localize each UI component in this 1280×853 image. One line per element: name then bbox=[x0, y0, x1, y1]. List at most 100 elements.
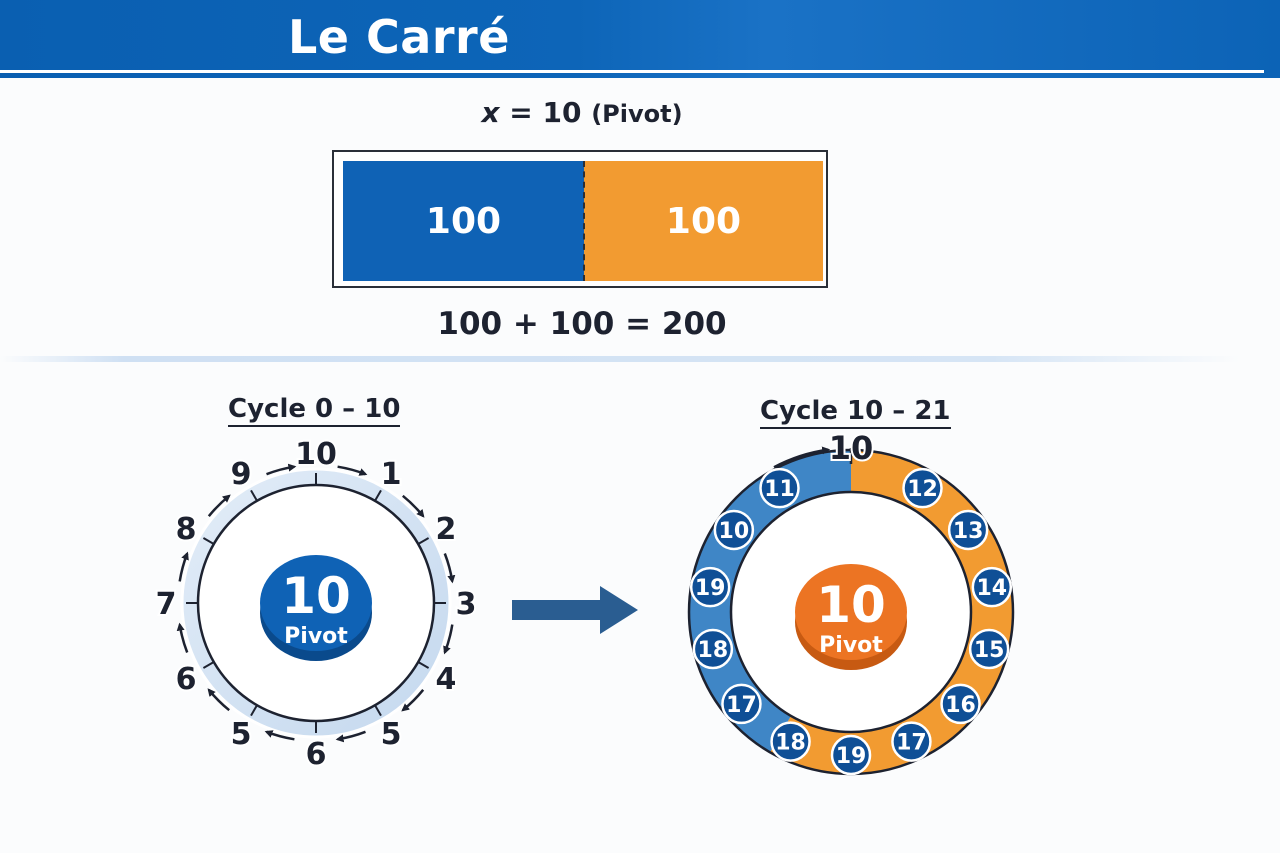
left-cycle-label: 6 bbox=[176, 662, 197, 697]
left-cycle-tick bbox=[202, 661, 215, 669]
badge-label: 14 bbox=[977, 576, 1008, 601]
right-cycle-badge: 17 bbox=[891, 721, 932, 762]
left-token-face bbox=[260, 555, 372, 651]
left-cycle-tick bbox=[374, 704, 382, 717]
left-cycle-title: Cycle 0 – 10 bbox=[228, 394, 401, 427]
left-cycle-arrow bbox=[443, 553, 456, 584]
left-cycle-tick bbox=[417, 661, 430, 669]
left-cycle-arrow bbox=[401, 689, 425, 712]
badge-circle bbox=[689, 566, 731, 608]
left-cycle-arrow bbox=[266, 463, 297, 476]
bar-segment-left: 100 bbox=[343, 161, 584, 281]
section-divider bbox=[0, 356, 1240, 362]
badge-label: 19 bbox=[836, 744, 867, 769]
pivot-value: = 10 bbox=[509, 96, 582, 129]
right-cycle-badge: 16 bbox=[940, 683, 981, 725]
right-cycle-badge: 19 bbox=[830, 734, 872, 776]
right-token-face bbox=[795, 564, 907, 660]
left-cycle-label: 7 bbox=[156, 587, 177, 622]
right-cycle-badge: 18 bbox=[770, 721, 811, 762]
left-cycle-label: 5 bbox=[381, 717, 402, 752]
left-token-label: Pivot bbox=[284, 624, 348, 649]
right-cycle-top-label: 10 bbox=[829, 429, 874, 467]
left-cycle-label: 10 bbox=[295, 437, 337, 472]
right-cycle-badge: 17 bbox=[721, 683, 762, 725]
right-cycle-badge: 14 bbox=[971, 566, 1013, 608]
badge-label: 18 bbox=[698, 638, 729, 663]
left-cycle-tick bbox=[374, 489, 382, 502]
badge-circle bbox=[759, 467, 800, 509]
right-cycle-badge: 13 bbox=[947, 509, 989, 551]
left-cycle-arrow bbox=[207, 494, 231, 517]
left-cycle-label: 8 bbox=[176, 512, 197, 547]
right-cycle-arrow bbox=[773, 446, 831, 469]
bar-right-value: 100 bbox=[665, 200, 742, 242]
left-cycle-arrow bbox=[402, 494, 425, 518]
badge-circle bbox=[692, 628, 734, 670]
left-ring-outer-edge bbox=[180, 467, 452, 739]
left-cycle-arrow bbox=[178, 551, 189, 582]
left-cycle-tick bbox=[417, 537, 430, 545]
badge-label: 10 bbox=[719, 519, 750, 544]
badge-circle bbox=[947, 509, 989, 551]
right-cycle-badge: 19 bbox=[689, 566, 731, 608]
badge-label: 19 bbox=[695, 576, 726, 601]
right-token-value: 10 bbox=[816, 576, 886, 634]
left-cycle-tick bbox=[250, 489, 258, 502]
badge-label: 11 bbox=[764, 477, 795, 502]
badge-label: 13 bbox=[953, 519, 984, 544]
header-rule bbox=[0, 70, 1264, 73]
right-token-label: Pivot bbox=[819, 633, 883, 658]
bar-left-value: 100 bbox=[425, 200, 502, 242]
badge-label: 18 bbox=[775, 731, 806, 756]
badge-label: 15 bbox=[974, 638, 1005, 663]
left-cycle-label: 4 bbox=[435, 662, 456, 697]
badge-circle bbox=[940, 683, 981, 725]
right-cycle-badge: 18 bbox=[692, 628, 734, 670]
badge-circle bbox=[770, 721, 811, 762]
sum-bar: 100 100 bbox=[332, 150, 828, 288]
sum-equation: 100 + 100 = 200 bbox=[437, 306, 727, 342]
right-arrow-icon bbox=[512, 586, 638, 634]
badge-circle bbox=[721, 683, 762, 725]
badge-label: 17 bbox=[726, 693, 757, 718]
left-cycle-label: 6 bbox=[306, 737, 327, 772]
bar-divider bbox=[583, 161, 585, 281]
right-cycle-badge: 11 bbox=[759, 467, 800, 509]
badge-circle bbox=[830, 734, 872, 776]
badge-circle bbox=[713, 509, 755, 551]
badge-circle bbox=[891, 721, 932, 762]
bar-segment-right: 100 bbox=[584, 161, 823, 281]
left-cycle-arrow bbox=[337, 465, 368, 476]
left-cycle-arrow bbox=[207, 688, 230, 712]
badge-label: 12 bbox=[907, 477, 938, 502]
badge-circle bbox=[902, 467, 943, 509]
left-token-value: 10 bbox=[281, 567, 351, 625]
left-cycle-label: 2 bbox=[435, 512, 456, 547]
header-bar bbox=[0, 0, 1280, 78]
left-cycle-arrow bbox=[335, 730, 366, 743]
page-title: Le Carré bbox=[288, 10, 510, 64]
badge-label: 17 bbox=[896, 731, 927, 756]
badge-circle bbox=[971, 566, 1013, 608]
left-cycle-label: 3 bbox=[456, 587, 477, 622]
left-cycle-arrow bbox=[443, 624, 454, 655]
right-cycle-badge: 10 bbox=[713, 509, 755, 551]
badge-label: 16 bbox=[945, 693, 976, 718]
left-cycle-label: 9 bbox=[231, 457, 252, 492]
left-cycle-label: 5 bbox=[231, 717, 252, 752]
badge-circle bbox=[968, 628, 1010, 670]
pivot-note: (Pivot) bbox=[591, 100, 683, 128]
left-cycle-label: 1 bbox=[381, 457, 402, 492]
right-cycle-badge: 15 bbox=[968, 628, 1010, 670]
left-cycle-tick bbox=[250, 704, 258, 717]
left-cycle-arrow bbox=[264, 730, 295, 741]
left-cycle-arrow bbox=[176, 622, 189, 653]
left-cycle-tick bbox=[202, 537, 215, 545]
right-cycle-title: Cycle 10 – 21 bbox=[760, 396, 951, 429]
right-cycle-badge: 12 bbox=[902, 467, 943, 509]
pivot-equation: x = 10 (Pivot) bbox=[0, 96, 1164, 129]
